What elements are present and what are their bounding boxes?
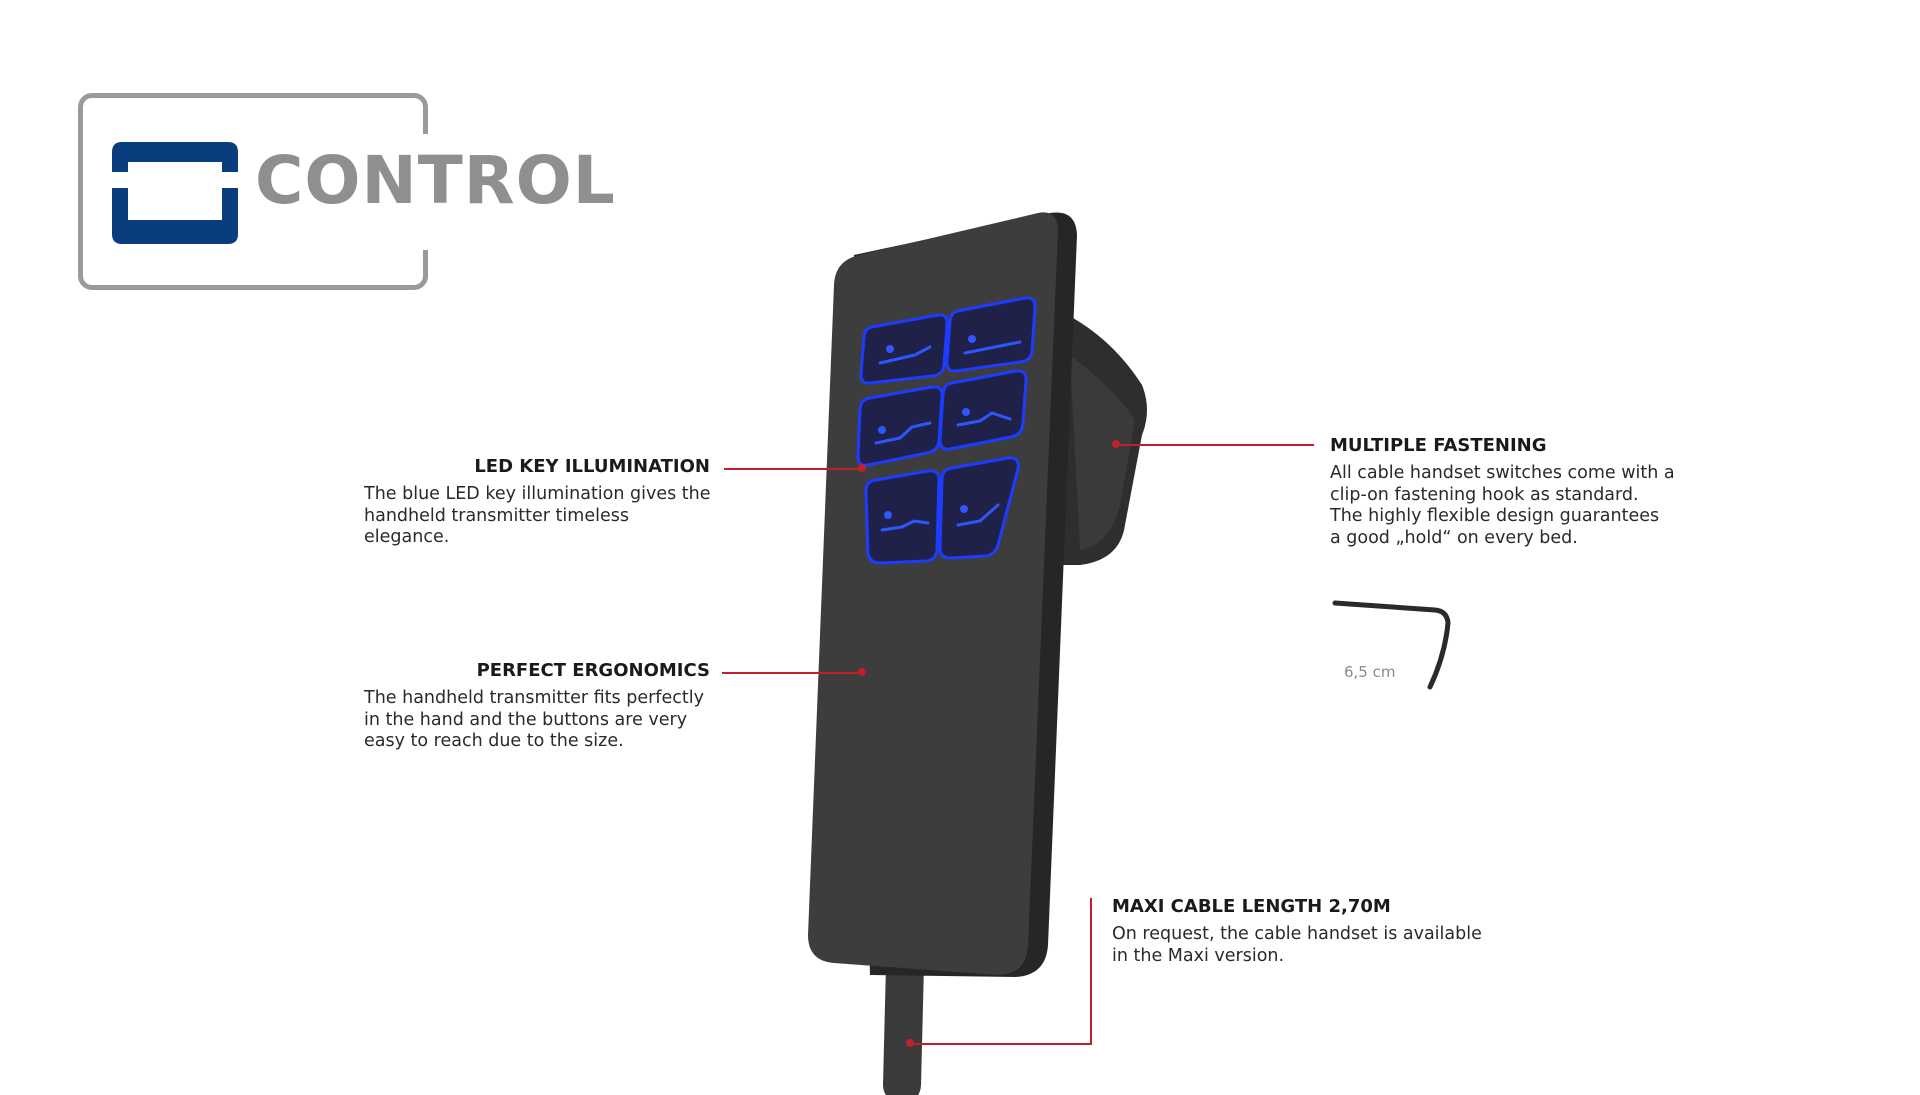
logo-wordmark: CONTROL (255, 142, 616, 219)
cable (883, 946, 924, 1095)
ergonomics-text: The handheld transmitter fits perfectly … (364, 688, 704, 751)
hook-size-label: 6,5 cm (1344, 663, 1396, 681)
ergonomics-dot (858, 668, 866, 676)
logo-frame-gap (380, 134, 440, 250)
button-back-rest (856, 385, 944, 467)
cable-text: On request, the cable handset is availab… (1112, 924, 1482, 966)
handset-illustration (808, 212, 1147, 1095)
button-leg-rest (938, 369, 1028, 451)
fastening-dot (1112, 440, 1120, 448)
led-leader (724, 468, 862, 470)
cable-leader-horizontal (912, 1043, 1092, 1045)
hook-illustration (1332, 600, 1451, 690)
led-text: The blue LED key illumination gives the … (364, 484, 711, 547)
ergonomics-leader (722, 672, 862, 674)
fastening-leader (1118, 444, 1314, 446)
button-bed-incline (864, 469, 941, 565)
led-dot (858, 464, 866, 472)
cable-leader-vertical (1090, 898, 1092, 1044)
button-grid (856, 296, 1037, 565)
cable-dot (906, 1039, 914, 1047)
fastening-text: All cable handset switches come with a c… (1330, 463, 1675, 548)
cable-title: MAXI CABLE LENGTH 2,70M (1112, 896, 1391, 917)
ergonomics-title: PERFECT ERGONOMICS (476, 660, 710, 681)
fastening-title: MULTIPLE FASTENING (1330, 435, 1547, 456)
button-bed-up (859, 313, 949, 385)
button-bed-decline (938, 456, 1020, 560)
led-title: LED KEY ILLUMINATION (474, 456, 710, 477)
logo-icon (112, 142, 238, 244)
